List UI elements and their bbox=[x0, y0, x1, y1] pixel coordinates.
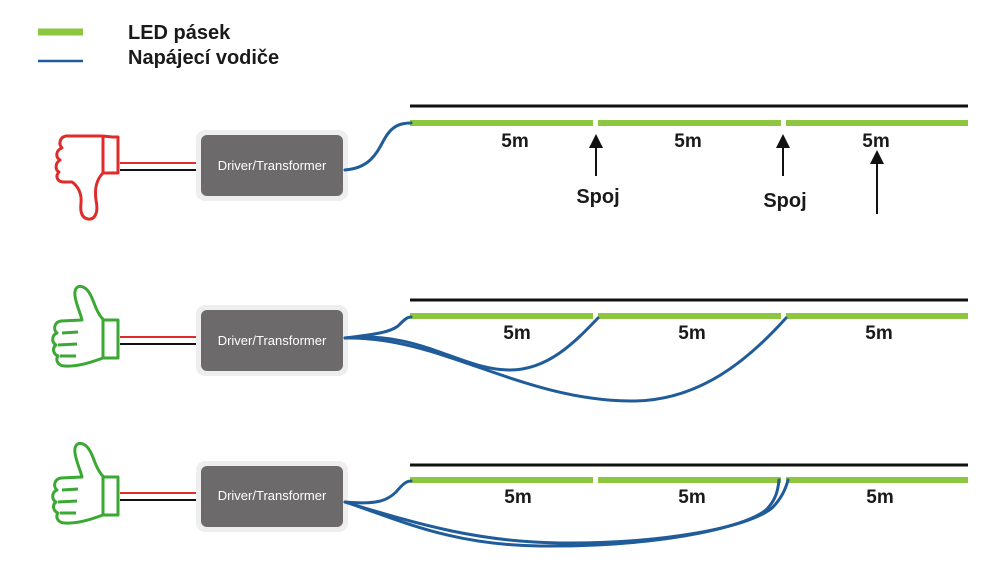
joint-label: Spoj bbox=[763, 190, 806, 212]
power-wire bbox=[343, 121, 413, 172]
scenario-2: Driver/Transformer 5m 5m 5m bbox=[51, 284, 968, 403]
driver-box bbox=[201, 310, 343, 371]
driver-box-label: Driver/Transformer bbox=[218, 488, 327, 503]
segment-length-label: 5m bbox=[678, 487, 705, 508]
arrow-up-icon bbox=[870, 150, 884, 214]
legend-led-label: LED pásek bbox=[128, 22, 231, 44]
power-wire bbox=[343, 316, 788, 403]
arrow-up-icon bbox=[776, 134, 790, 176]
arrow-up-icon bbox=[589, 134, 603, 176]
driver-box-label: Driver/Transformer bbox=[218, 333, 327, 348]
segment-length-label: 5m bbox=[862, 131, 889, 152]
thumbs-down-icon bbox=[54, 134, 120, 221]
driver-box-label: Driver/Transformer bbox=[218, 158, 327, 173]
segment-length-label: 5m bbox=[866, 487, 893, 508]
driver-box bbox=[201, 466, 343, 527]
legend-wire-label: Napájecí vodiče bbox=[128, 47, 279, 69]
scenario-3: Driver/Transformer 5m 5m 5m bbox=[51, 441, 968, 548]
thumbs-up-icon bbox=[51, 441, 120, 525]
segment-length-label: 5m bbox=[501, 131, 528, 152]
power-wire bbox=[343, 315, 413, 340]
power-wire bbox=[343, 316, 600, 372]
segment-length-label: 5m bbox=[503, 323, 530, 344]
scenario-1: Driver/Transformer 5m 5m 5m Spoj Spoj bbox=[54, 104, 968, 221]
segment-length-label: 5m bbox=[865, 323, 892, 344]
legend: LED pásek Napájecí vodiče bbox=[38, 22, 279, 69]
segment-length-label: 5m bbox=[678, 323, 705, 344]
joint-label: Spoj bbox=[576, 186, 619, 208]
thumbs-up-icon bbox=[51, 284, 120, 368]
segment-length-label: 5m bbox=[674, 131, 701, 152]
power-wire bbox=[343, 478, 781, 548]
segment-length-label: 5m bbox=[504, 487, 531, 508]
power-wire bbox=[343, 478, 790, 545]
driver-box bbox=[201, 135, 343, 196]
power-wire bbox=[343, 479, 413, 505]
